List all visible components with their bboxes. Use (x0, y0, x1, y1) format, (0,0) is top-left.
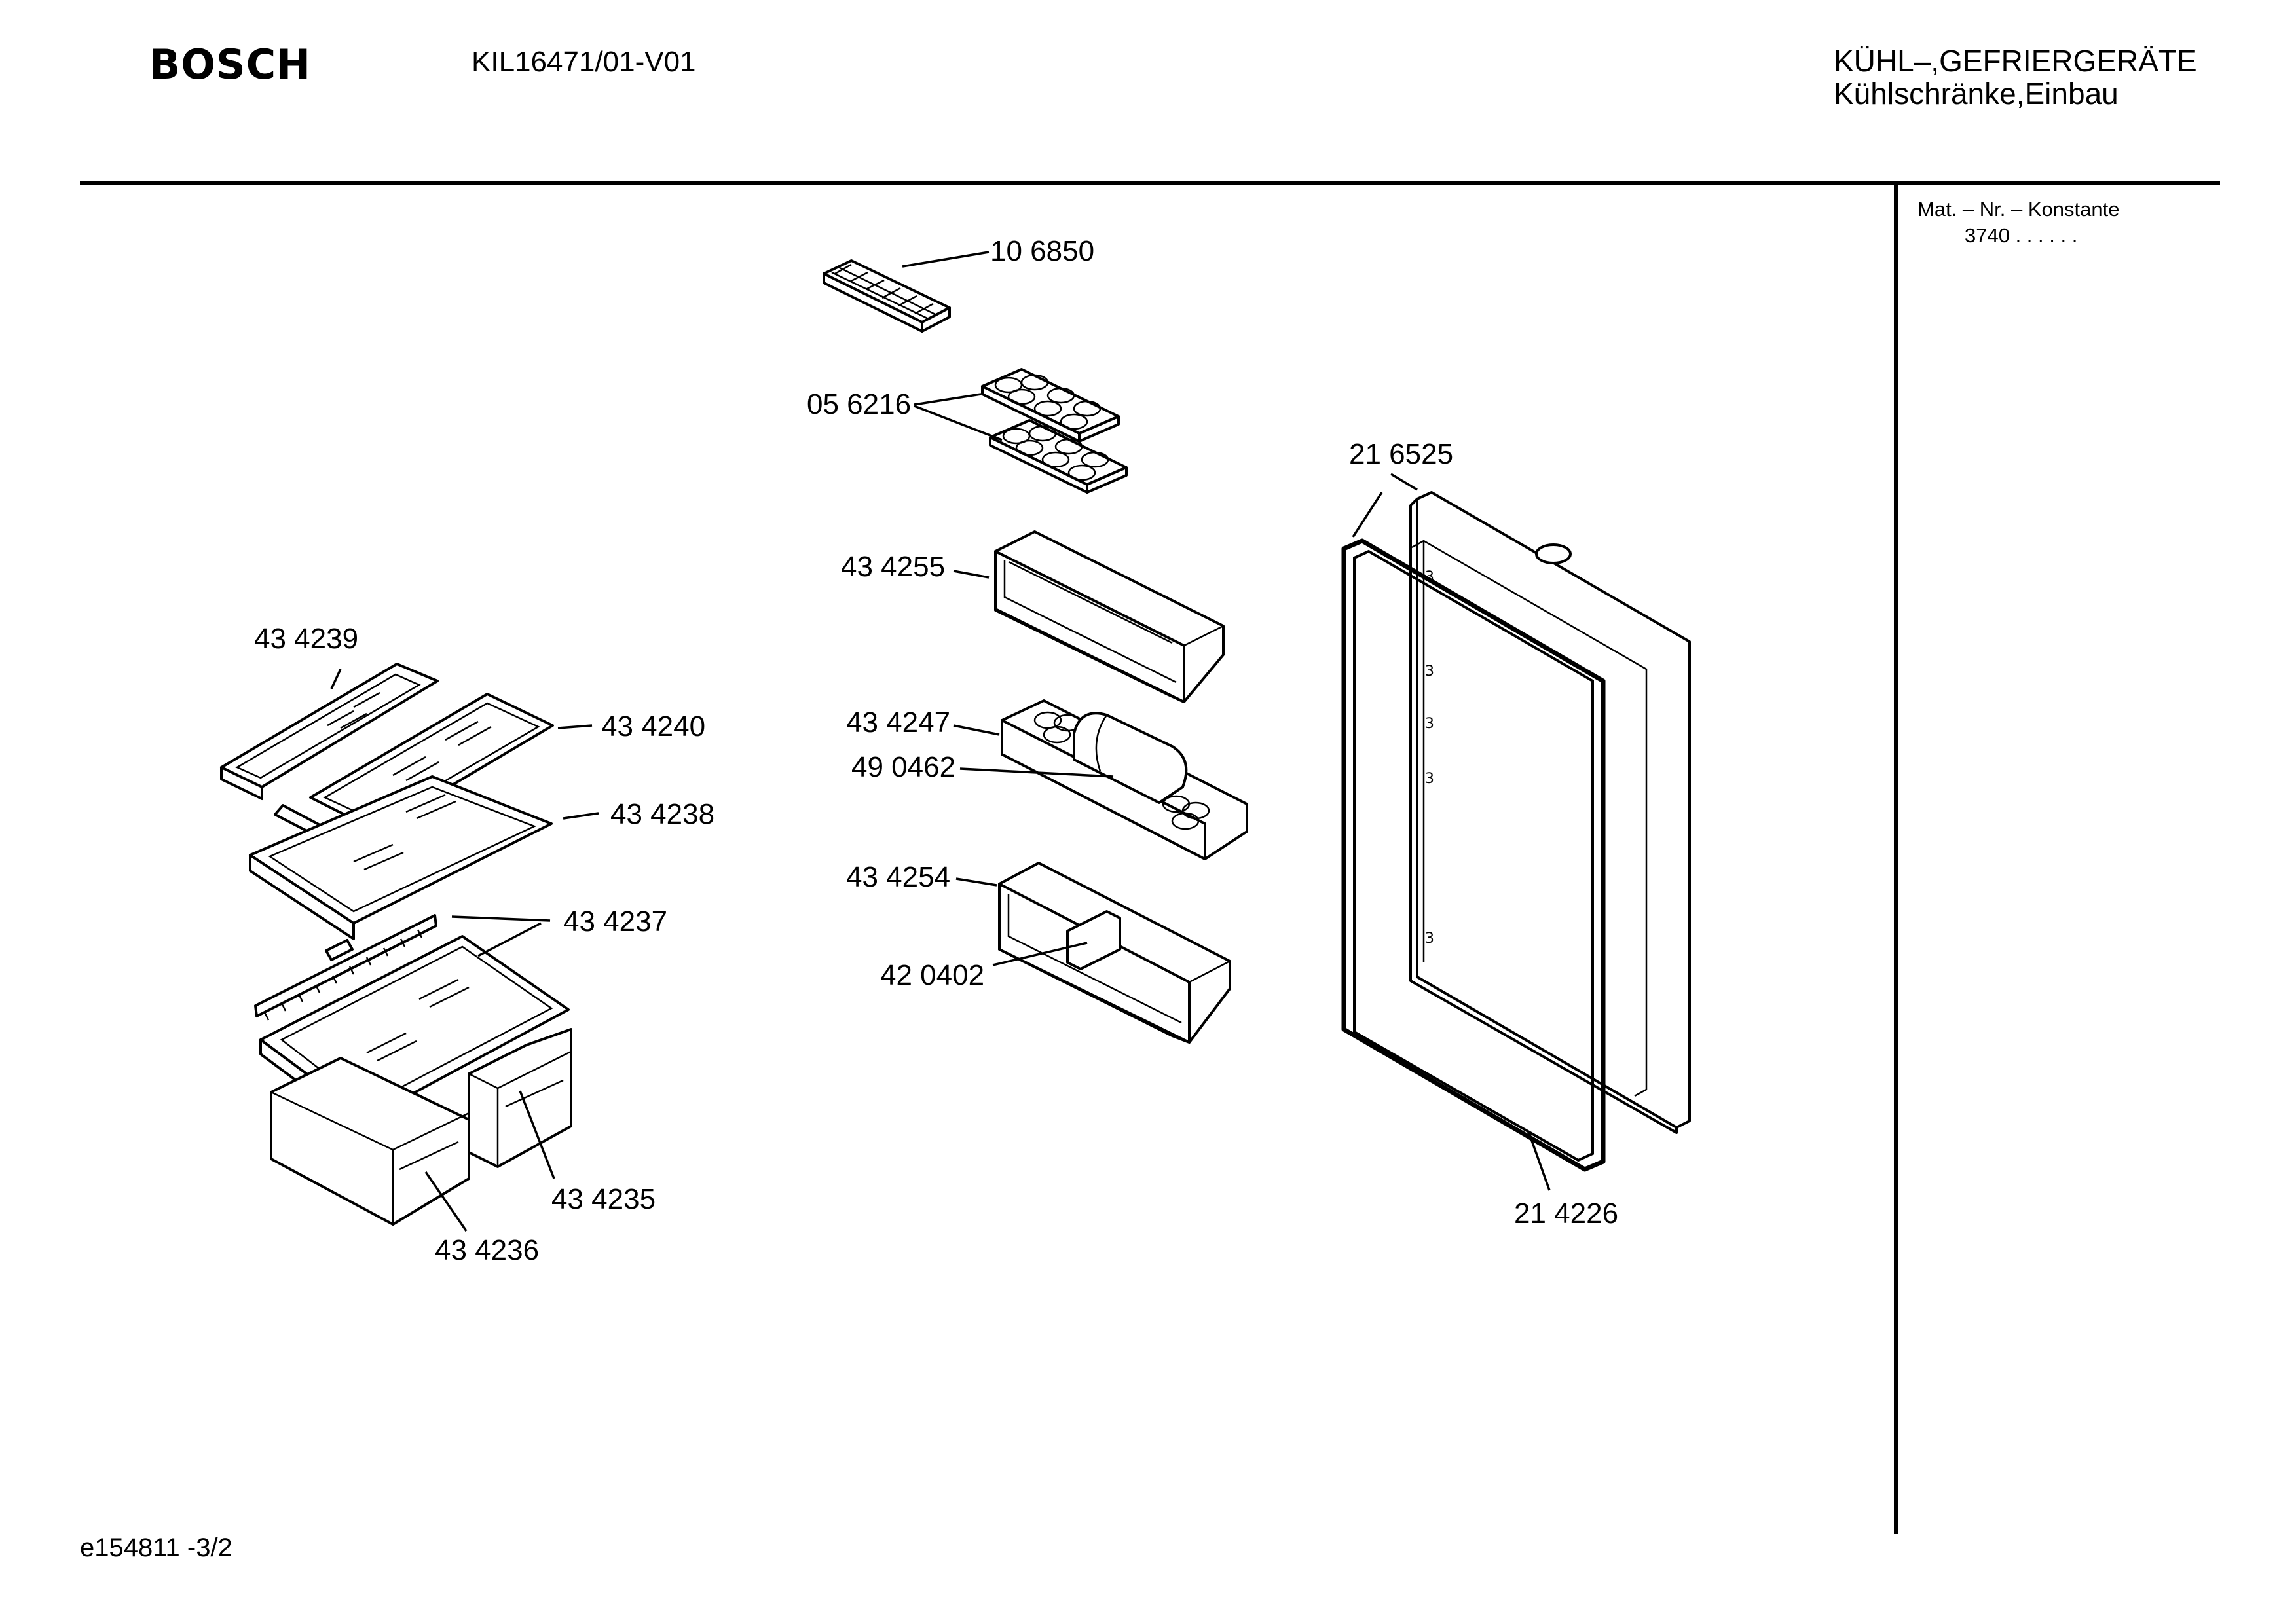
brand-logo: BOSCH (149, 41, 312, 88)
bottle-divider (1066, 910, 1121, 970)
part-label-43-4237: 43 4237 (563, 906, 667, 938)
svg-text:3: 3 (1425, 663, 1434, 680)
drawing-id: e154811 -3/2 (80, 1533, 232, 1562)
side-panel-divider (1894, 185, 1898, 1534)
part-label-42-0402: 42 0402 (880, 959, 984, 991)
part-label-43-4239: 43 4239 (254, 623, 358, 655)
part-label-49-0462: 49 0462 (851, 751, 955, 783)
subcategory-title: Kühlschränke,Einbau (1834, 77, 2119, 111)
glass-shelf-split (220, 663, 439, 838)
svg-text:3: 3 (1425, 771, 1434, 787)
egg-tray (981, 368, 1128, 494)
ice-cube-tray (823, 259, 951, 333)
door: 3 3 3 3 3 (1409, 491, 1691, 1134)
part-label-05-6216: 05 6216 (807, 388, 911, 420)
part-label-43-4236: 43 4236 (435, 1234, 539, 1266)
part-label-43-4247: 43 4247 (846, 706, 950, 739)
part-label-43-4254: 43 4254 (846, 861, 950, 893)
part-label-43-4240: 43 4240 (601, 710, 705, 742)
header-divider (80, 181, 2220, 185)
part-label-43-4238: 43 4238 (610, 798, 714, 830)
door-seal (1341, 538, 1606, 1172)
shelf-cover (1073, 712, 1188, 804)
part-label-10-6850: 10 6850 (990, 235, 1094, 267)
category-title: KÜHL–,GEFRIERGERÄTE (1834, 44, 2197, 78)
model-number: KIL16471/01-V01 (472, 46, 696, 78)
part-label-43-4255: 43 4255 (841, 551, 945, 583)
part-label-43-4235: 43 4235 (551, 1183, 656, 1215)
svg-text:3: 3 (1425, 930, 1434, 947)
part-label-21-4226: 21 4226 (1514, 1198, 1618, 1230)
mat-nr-label: Mat. – Nr. – Konstante (1917, 198, 2120, 221)
svg-text:3: 3 (1425, 716, 1434, 732)
mat-nr-value: 3740 . . . . . . (1965, 224, 2078, 247)
door-shelf-upper (994, 530, 1225, 703)
glass-shelf (249, 775, 553, 940)
part-label-21-6525: 21 6525 (1349, 438, 1453, 470)
crisper-drawer-left (270, 1057, 470, 1226)
